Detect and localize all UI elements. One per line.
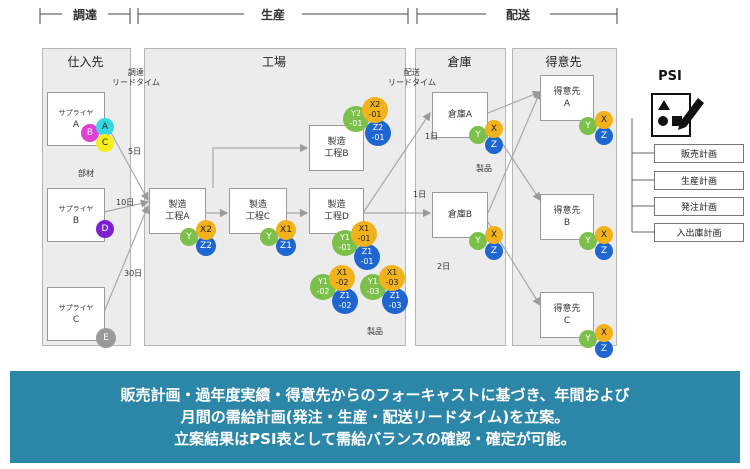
process-b-box: 製造 工程B <box>309 125 364 171</box>
process-d-line2: 工程D <box>324 212 349 222</box>
factory-panel-title: 工場 <box>261 55 286 69</box>
item-x-circle: X <box>595 324 613 342</box>
supplier-b-name: B <box>72 216 80 226</box>
supplier-c-name: C <box>72 315 80 325</box>
item-z1-03-circle: Z1 -03 <box>382 288 408 314</box>
material-d-circle: D <box>96 220 114 238</box>
procurement-leadtime-label: 調達 リードタイム <box>112 68 160 87</box>
item-x2-01-circle: X2 -01 <box>362 97 388 123</box>
item-y-circle: Y <box>180 228 198 246</box>
item-x1-02-circle: X1 -02 <box>329 265 355 291</box>
item-z-circle: Z <box>595 340 613 358</box>
process-b-line1: 製造 <box>327 137 346 147</box>
header-brackets <box>39 8 618 24</box>
customer-panel-title: 得意先 <box>545 55 582 69</box>
header-delivery: 配送 <box>505 8 530 22</box>
psi-item-sales-plan: 販売計画 <box>654 144 744 163</box>
supplier-b-small: サプライヤ <box>58 205 94 213</box>
leadtime-1-day-a: 1日 <box>425 132 439 141</box>
customer-b-line1: 得意先 <box>553 206 581 216</box>
item-z1-02-circle: Z1 -02 <box>332 288 358 314</box>
warehouse-product-label: 製品 <box>476 164 492 173</box>
supplier-c-small: サプライヤ <box>58 304 94 312</box>
item-x1-03-circle: X1 -03 <box>379 265 405 291</box>
customer-c-line2: C <box>563 316 571 326</box>
item-y-circle: Y <box>469 126 487 144</box>
parts-label: 部材 <box>78 169 94 178</box>
item-x-circle: X <box>595 226 613 244</box>
psi-item-order-plan: 発注計画 <box>654 197 744 216</box>
psi-item-production-plan: 生産計画 <box>654 171 744 190</box>
item-z1-circle: Z1 <box>276 236 296 256</box>
item-z1-01-circle: Z1 -01 <box>354 244 380 270</box>
customer-a-line2: A <box>563 99 571 109</box>
item-x-circle: X <box>485 120 503 138</box>
process-c-line1: 製造 <box>248 200 267 210</box>
supplier-a-small: サプライヤ <box>58 109 94 117</box>
banner-line-3: 立案結果はPSI表として需給バランスの確認・確定が可能。 <box>174 430 576 448</box>
leadtime-2-days: 2日 <box>437 262 451 271</box>
header-production: 生産 <box>260 8 285 22</box>
material-b-circle: B <box>81 124 99 142</box>
leadtime-1-day-b: 1日 <box>413 190 427 199</box>
item-z-circle: Z <box>485 136 503 154</box>
customer-c-line1: 得意先 <box>553 304 581 314</box>
banner-line-1: 販売計画・過年度実績・得意先からのフォーキャストに基づき、年間および <box>120 386 630 404</box>
supplier-a-box: サプライヤ A <box>47 92 105 146</box>
warehouse-b-name: 倉庫B <box>447 210 473 220</box>
process-d-line1: 製造 <box>327 200 346 210</box>
item-z-circle: Z <box>595 127 613 145</box>
supplier-a-name: A <box>72 120 80 130</box>
summary-banner: 販売計画・過年度実績・得意先からのフォーキャストに基づき、年間および 月間の需給… <box>10 371 740 463</box>
process-a-line2: 工程A <box>165 212 190 222</box>
customer-a-line1: 得意先 <box>553 87 581 97</box>
delivery-leadtime-label: 配送 リードタイム <box>388 68 436 87</box>
banner-line-2: 月間の需給計画(発注・生産・配送リードタイム)を立案。 <box>180 408 570 426</box>
leadtime-5-days: 5日 <box>128 147 142 156</box>
material-a-circle: A <box>96 118 114 136</box>
process-b-line2: 工程B <box>324 149 349 159</box>
psi-document-icon <box>651 93 704 137</box>
psi-title: PSI <box>658 69 682 84</box>
item-y-circle: Y <box>579 232 597 250</box>
item-z2-01-circle: Z2 -01 <box>365 120 391 146</box>
material-e-circle: E <box>96 328 116 348</box>
item-z-circle: Z <box>485 242 503 260</box>
item-x-circle: X <box>595 111 613 129</box>
leadtime-30-days: 30日 <box>124 269 143 278</box>
item-y-circle: Y <box>260 228 278 246</box>
customer-a-box: 得意先 A <box>540 75 594 121</box>
item-y-circle: Y <box>469 232 487 250</box>
supplier-c-box: サプライヤ C <box>47 287 105 341</box>
customer-b-box: 得意先 B <box>540 194 594 240</box>
process-c-line2: 工程C <box>245 212 271 222</box>
header-procurement: 調達 <box>72 8 97 22</box>
supplier-b-box: サプライヤ B <box>47 188 105 242</box>
psi-item-inventory-plan: 入出庫計画 <box>654 223 744 242</box>
customer-c-box: 得意先 C <box>540 292 594 338</box>
item-x1-01-circle: X1 -01 <box>351 221 377 247</box>
item-z-circle: Z <box>595 242 613 260</box>
warehouse-a-name: 倉庫A <box>447 110 473 120</box>
item-z2-circle: Z2 <box>196 236 216 256</box>
material-c-circle: C <box>96 134 114 152</box>
item-x1-circle: X1 <box>276 220 296 240</box>
item-x2-circle: X2 <box>196 220 216 240</box>
item-y-circle: Y <box>579 117 597 135</box>
factory-product-label: 製品 <box>367 327 383 336</box>
leadtime-10-days: 10日 <box>116 198 135 207</box>
item-y-circle: Y <box>579 330 597 348</box>
item-x-circle: X <box>485 226 503 244</box>
customer-b-line2: B <box>563 218 571 228</box>
supplier-panel-title: 仕入先 <box>67 55 104 69</box>
warehouse-b-box: 倉庫B <box>432 192 488 238</box>
warehouse-panel-title: 倉庫 <box>447 55 472 69</box>
process-a-line1: 製造 <box>168 200 187 210</box>
